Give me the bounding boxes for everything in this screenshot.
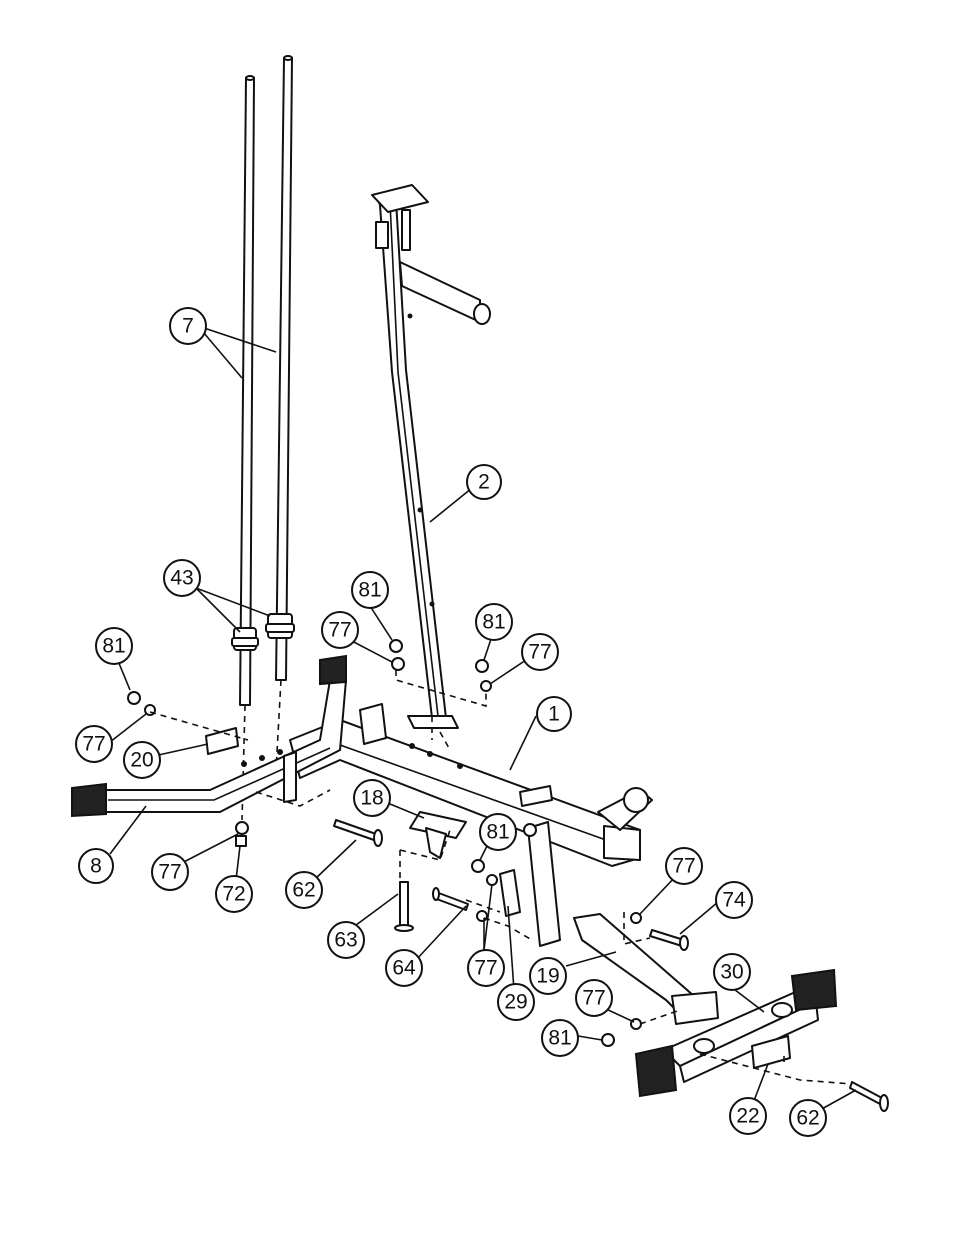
- callout-19: 19: [529, 957, 567, 995]
- washer-77-mid: [391, 657, 405, 671]
- washer-77-center-b: [476, 910, 488, 922]
- svg-text:8: 8: [90, 855, 102, 878]
- washer-77-center-a: [486, 874, 498, 886]
- svg-text:77: 77: [528, 641, 551, 664]
- callout-81-e: 81: [541, 1019, 579, 1057]
- callout-22: 22: [729, 1097, 767, 1135]
- svg-text:72: 72: [222, 883, 245, 906]
- callout-1: 1: [536, 696, 572, 732]
- callout-81-d: 81: [479, 813, 517, 851]
- svg-text:77: 77: [158, 861, 181, 884]
- callout-62-b: 62: [789, 1099, 827, 1137]
- bracket-18: [409, 811, 467, 859]
- callout-7: 7: [169, 307, 207, 345]
- rear-foot-30: [634, 968, 838, 1098]
- callout-29: 29: [497, 983, 535, 1021]
- callout-77-c: 77: [75, 725, 113, 763]
- callout-77-g: 77: [575, 979, 613, 1017]
- screw-72: [235, 835, 247, 847]
- leader-lines: [109, 325, 857, 1111]
- svg-text:77: 77: [582, 987, 605, 1010]
- callout-77-a: 77: [321, 611, 359, 649]
- callout-77-b: 77: [521, 633, 559, 671]
- svg-text:62: 62: [292, 879, 315, 902]
- svg-text:18: 18: [360, 787, 383, 810]
- nut-81-rear: [601, 1033, 615, 1047]
- svg-text:62: 62: [796, 1107, 819, 1130]
- washer-77-rear-a: [630, 912, 642, 924]
- callout-62-a: 62: [285, 871, 323, 909]
- rod-bushing-left: [231, 627, 259, 651]
- callout-8: 8: [78, 848, 114, 884]
- assembly-lines: [149, 670, 853, 1085]
- svg-text:81: 81: [486, 821, 509, 844]
- svg-text:29: 29: [504, 991, 527, 1014]
- svg-text:63: 63: [334, 929, 357, 952]
- svg-text:77: 77: [328, 619, 351, 642]
- svg-text:22: 22: [736, 1105, 759, 1128]
- washer-77-bottom: [235, 821, 249, 835]
- base-frame: [289, 703, 653, 947]
- nut-81-mid: [389, 639, 403, 653]
- svg-text:81: 81: [482, 611, 505, 634]
- bolt-62-rear: [849, 1081, 889, 1112]
- svg-text:77: 77: [672, 855, 695, 878]
- callout-77-f: 77: [665, 847, 703, 885]
- bolt-74: [649, 929, 689, 951]
- svg-text:30: 30: [720, 961, 743, 984]
- svg-text:1: 1: [548, 703, 560, 726]
- plate-29: [499, 869, 521, 917]
- rod-bushing-right: [265, 613, 295, 639]
- callout-81-b: 81: [475, 603, 513, 641]
- svg-text:74: 74: [722, 889, 746, 912]
- svg-text:2: 2: [478, 471, 490, 494]
- callout-2: 2: [466, 464, 502, 500]
- guide-rod-right: [275, 55, 293, 681]
- callout-77-e: 77: [467, 949, 505, 987]
- callout-72: 72: [215, 875, 253, 913]
- callout-74: 74: [715, 881, 753, 919]
- nut-81-center: [471, 859, 485, 873]
- callout-64: 64: [385, 949, 423, 987]
- svg-text:81: 81: [548, 1027, 571, 1050]
- callout-20: 20: [123, 741, 161, 779]
- rear-connector-19: [573, 913, 719, 1025]
- nut-81-left: [127, 691, 141, 705]
- washer-77-right: [480, 680, 492, 692]
- svg-text:43: 43: [170, 567, 193, 590]
- svg-text:19: 19: [536, 965, 559, 988]
- plate-22: [751, 1035, 791, 1069]
- callout-18: 18: [353, 779, 391, 817]
- callout-81-a: 81: [351, 571, 389, 609]
- svg-text:20: 20: [130, 749, 153, 772]
- bolt-64: [432, 887, 469, 911]
- bolt-62-front: [333, 819, 383, 847]
- callout-43: 43: [163, 559, 201, 597]
- svg-text:77: 77: [474, 957, 497, 980]
- callout-63: 63: [327, 921, 365, 959]
- bolt-63: [394, 881, 414, 932]
- svg-text:7: 7: [182, 315, 194, 338]
- front-foot-frame: [71, 654, 347, 818]
- nut-81-right: [475, 659, 489, 673]
- callout-30: 30: [713, 953, 751, 991]
- svg-text:81: 81: [358, 579, 381, 602]
- svg-text:64: 64: [392, 957, 416, 980]
- upright-column: [371, 184, 491, 729]
- svg-text:81: 81: [102, 635, 125, 658]
- guide-rod-left: [239, 75, 255, 706]
- callout-77-d: 77: [151, 853, 189, 891]
- callout-81-c: 81: [95, 627, 133, 665]
- plate-20: [205, 727, 239, 755]
- svg-text:77: 77: [82, 733, 105, 756]
